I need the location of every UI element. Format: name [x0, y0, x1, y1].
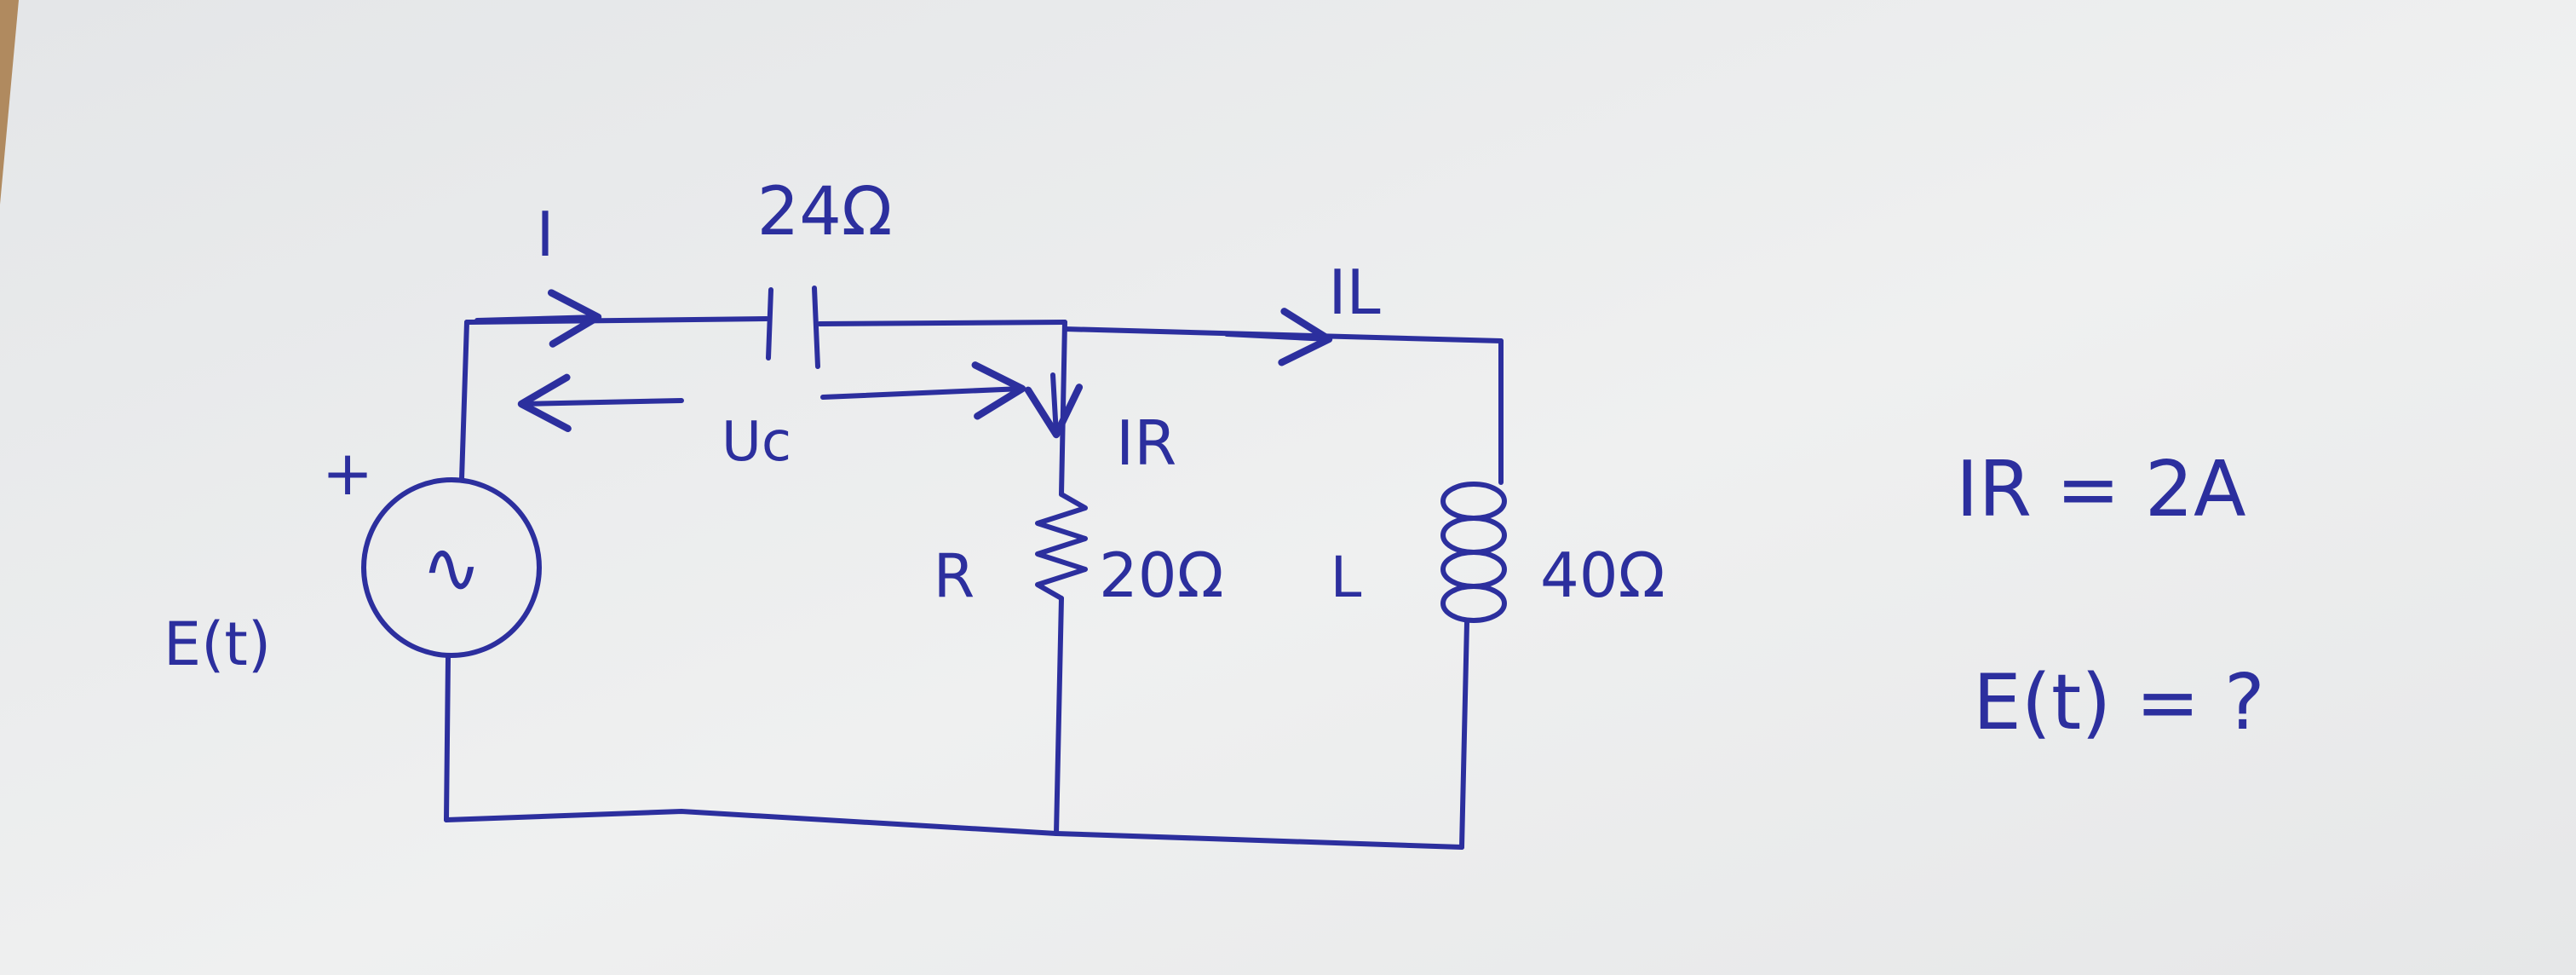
label-source-name: E(t) [164, 609, 271, 679]
voltage-arrow-left [517, 373, 684, 433]
current-arrow-ir [1024, 372, 1084, 439]
given-known-value: IR = 2A [1956, 445, 2246, 534]
wire-bottom-left [444, 809, 1059, 836]
label-resistor-name: R [934, 541, 975, 611]
current-arrow-i [474, 289, 602, 348]
label-inductor-value: 40Ω [1540, 539, 1665, 611]
capacitor-plate-right [812, 286, 820, 369]
wire-inductor-bottom [1459, 620, 1469, 850]
resistor-symbol [1035, 492, 1088, 601]
label-source-symbol: ∿ [422, 526, 481, 609]
wire-resistor-top [1059, 320, 1067, 497]
label-inductor-name: L [1331, 545, 1362, 610]
voltage-arrow-right [820, 361, 1026, 420]
ac-source-symbol [361, 477, 542, 658]
label-capacitor-voltage: Uc [722, 411, 791, 474]
wire-resistor-bottom [1054, 596, 1064, 836]
wire-bottom-right [1054, 831, 1464, 850]
label-capacitor-value: 24Ω [757, 174, 893, 251]
wire-source-bottom [444, 655, 451, 822]
capacitor-plate-left [766, 287, 773, 361]
circuit-schematic [361, 286, 1507, 850]
inductor-symbol [1440, 482, 1507, 623]
given-question: E(t) = ? [1973, 658, 2265, 747]
wire-source-top [459, 320, 469, 482]
label-source-current: I [536, 199, 554, 270]
wire-top-middle [817, 320, 1067, 326]
label-resistor-current: IR [1116, 407, 1176, 479]
label-resistor-value: 20Ω [1099, 539, 1224, 611]
label-inductor-current: IL [1328, 257, 1380, 328]
label-source-polarity: + [322, 437, 373, 509]
current-arrow-il [1224, 308, 1333, 366]
